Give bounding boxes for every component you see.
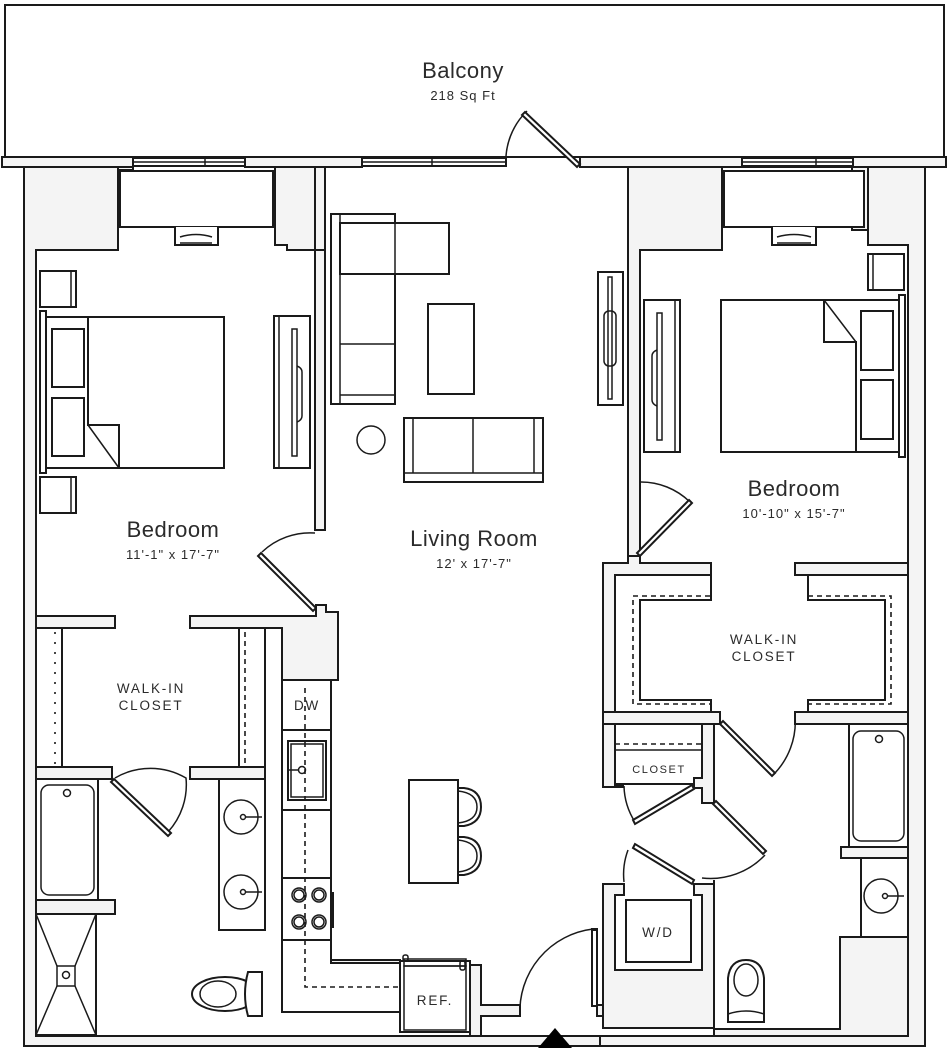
right-closet: [602, 714, 797, 886]
right-bedroom-dresser: [643, 299, 681, 453]
left-bedroom-name: Bedroom: [126, 517, 220, 542]
balcony-door: [505, 110, 582, 169]
balcony-name: Balcony: [422, 58, 504, 83]
refrigerator-label: REF.: [416, 993, 454, 1008]
balcony-label: Balcony 218 Sq Ft: [422, 58, 504, 103]
right-closet-line2: CLOSET: [731, 649, 797, 664]
living-room-name: Living Room: [410, 526, 538, 551]
right-bedroom-desk: [722, 166, 869, 246]
windows: [132, 157, 854, 167]
kitchen: [281, 679, 521, 1037]
living-room-label: Living Room 12' x 17'-7": [410, 526, 538, 571]
closet-label: CLOSET: [632, 764, 686, 776]
left-walk-in-closet: [35, 615, 266, 780]
dishwasher-label: DW: [293, 698, 321, 713]
right-bedroom-name: Bedroom: [747, 476, 841, 501]
right-bathroom: [713, 723, 909, 1037]
exterior-walls: [1, 156, 947, 1047]
balcony-size: 218 Sq Ft: [430, 88, 496, 103]
right-bedroom-dimensions: 10'-10" x 15'-7": [742, 506, 846, 521]
left-bedroom-dimensions: 11'-1" x 17'-7": [126, 547, 220, 562]
left-closet-line2: CLOSET: [118, 698, 184, 713]
left-bathroom: [35, 767, 266, 1036]
left-bedroom-bed: [39, 270, 225, 514]
laundry: [591, 883, 715, 1029]
right-bedroom-label: Bedroom 10'-10" x 15'-7": [742, 476, 845, 521]
entry-arrow-icon: [538, 1028, 572, 1048]
right-bedroom-bed: [720, 253, 906, 458]
right-closet-line1: WALK-IN: [729, 632, 799, 647]
washer-dryer-label: W/D: [642, 925, 674, 940]
right-walk-in-closet-label: WALK-IN CLOSET: [730, 631, 798, 665]
left-bedroom-dresser: [273, 315, 311, 469]
right-walk-in-closet: [602, 574, 909, 725]
left-bedroom-label: Bedroom 11'-1" x 17'-7": [126, 517, 220, 562]
living-room-dimensions: 12' x 17'-7": [436, 556, 512, 571]
living-room-furniture: [330, 213, 624, 483]
entry-door: [519, 928, 604, 1017]
left-bedroom-desk: [119, 170, 274, 246]
balcony: [4, 4, 945, 158]
left-closet-line1: WALK-IN: [116, 681, 186, 696]
left-walk-in-closet-label: WALK-IN CLOSET: [117, 680, 185, 714]
